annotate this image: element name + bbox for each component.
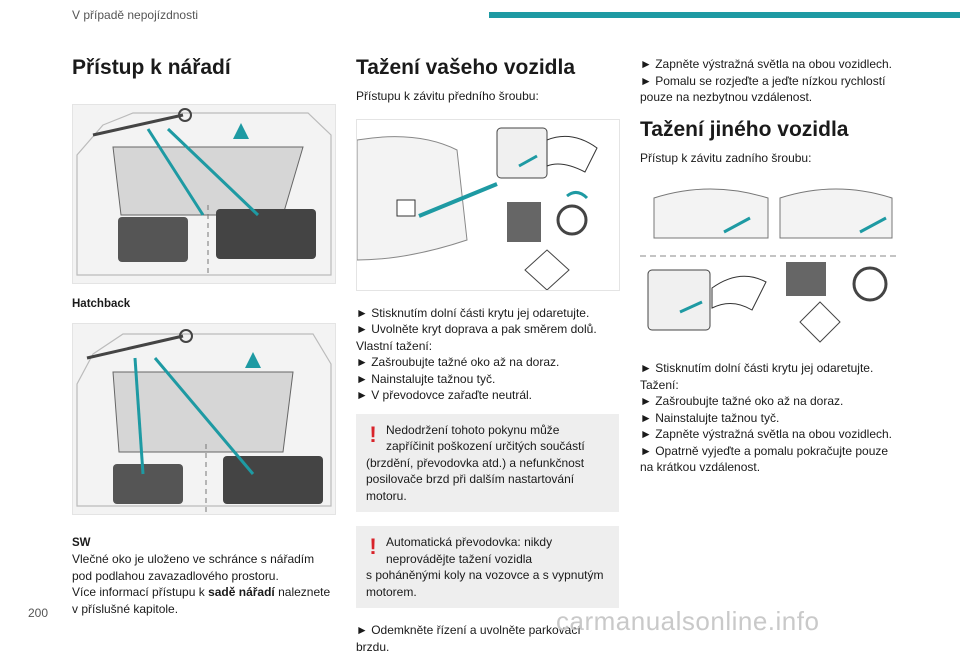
heading-towing-other: Tažení jiného vozidla	[640, 118, 900, 142]
heading-towing-own: Tažení vašeho vozidla	[356, 56, 621, 80]
tools-body-line3: Více informací přístupu k sadě nářadí na…	[72, 584, 334, 601]
warning1-line: (brzdění, převodovka atd.) a nefunkčnost	[366, 455, 609, 472]
column-tools-access: Přístup k nářadí Hatchback	[72, 56, 334, 617]
warning2-line: Automatická převodovka: nikdy	[366, 535, 552, 549]
warning2-line: neprovádějte tažení vozidla	[366, 552, 532, 566]
section-title: V případě nepojízdnosti	[72, 8, 198, 22]
warning1-line: posilovače brzd při dalším nastartování	[366, 471, 609, 488]
warning1-line: Nedodržení tohoto pokynu může	[366, 423, 559, 437]
towing-own-step: ► V převodovce zařaďte neutrál.	[356, 387, 621, 404]
top-step-line: ► Pomalu se rozjeďte a jeďte nízkou rych…	[640, 73, 900, 90]
final-step-line: brzdu.	[356, 639, 621, 655]
towing-other-steps: ► Stisknutím dolní části krytu jej odare…	[640, 360, 900, 476]
tools-body-line3-post: naleznete	[275, 585, 330, 599]
towing-own-step: ► Stisknutím dolní části krytu jej odare…	[356, 305, 621, 322]
towing-other-step: ► Opatrně vyjeďte a pomalu pokračujte po…	[640, 443, 900, 460]
towing-own-intro: Přístupu k závitu předního šroubu:	[356, 88, 621, 105]
page-number: 200	[28, 606, 48, 620]
towing-own-step: ► Zašroubujte tažné oko až na doraz.	[356, 354, 621, 371]
towing-other-step: ► Zapněte výstražná světla na obou vozid…	[640, 426, 900, 443]
towing-other-step: ► Zašroubujte tažné oko až na doraz.	[640, 393, 900, 410]
tools-body-line1: Vlečné oko je uloženo ve schránce s nářa…	[72, 551, 334, 568]
towing-own-step: ► Nainstalujte tažnou tyč.	[356, 371, 621, 388]
top-step-line: ► Zapněte výstražná světla na obou vozid…	[640, 56, 900, 73]
front-tow-eye-illustration	[356, 119, 620, 291]
warning-exclamation-icon: !	[366, 424, 380, 446]
tools-body-line2: pod podlahou zavazadlového prostoru.	[72, 568, 334, 585]
towing-other-intro: Přístup k závitu zadního šroubu:	[640, 150, 900, 167]
warning-box-brakes: ! Nedodržení tohoto pokynu může zapříčin…	[356, 414, 619, 513]
warning2-line: motorem.	[366, 584, 609, 601]
tools-body-line4: v příslušné kapitole.	[72, 601, 334, 618]
tools-kit-link-text: sadě nářadí	[208, 585, 275, 599]
caption-sw: SW	[72, 535, 334, 552]
header-accent-bar	[489, 12, 960, 18]
caption-hatchback: Hatchback	[72, 296, 334, 313]
warning1-line: zapříčinit poškození určitých součástí	[366, 439, 585, 453]
warning2-line: s poháněnými koly na vozovce a s vypnutý…	[366, 567, 609, 584]
column-towing-other: ► Zapněte výstražná světla na obou vozid…	[640, 56, 900, 476]
towing-own-step: ► Uvolněte kryt doprava a pak směrem dol…	[356, 321, 621, 338]
hatchback-trunk-illustration	[72, 104, 336, 284]
rear-tow-eye-illustration	[640, 178, 900, 346]
warning1-line: motoru.	[366, 488, 609, 505]
heading-tools-access: Přístup k nářadí	[72, 56, 334, 80]
towing-other-step: ► Stisknutím dolní části krytu jej odare…	[640, 360, 900, 377]
warning-exclamation-icon: !	[366, 536, 380, 558]
column-towing-own: Tažení vašeho vozidla Přístupu k závitu …	[356, 56, 621, 655]
warning-box-automatic: ! Automatická převodovka: nikdy neprovád…	[356, 526, 619, 608]
towing-own-step: Vlastní tažení:	[356, 338, 621, 355]
towing-other-step: na krátkou vzdálenost.	[640, 459, 900, 476]
top-step-line: pouze na nezbytnou vzdálenost.	[640, 89, 900, 106]
watermark-text: carmanualsonline.info	[556, 606, 819, 637]
towing-other-step: Tažení:	[640, 377, 900, 394]
towing-own-steps: ► Stisknutím dolní části krytu jej odare…	[356, 305, 621, 404]
towing-other-step: ► Nainstalujte tažnou tyč.	[640, 410, 900, 427]
sw-trunk-illustration	[72, 323, 336, 515]
tools-body-line3-pre: Více informací přístupu k	[72, 585, 208, 599]
